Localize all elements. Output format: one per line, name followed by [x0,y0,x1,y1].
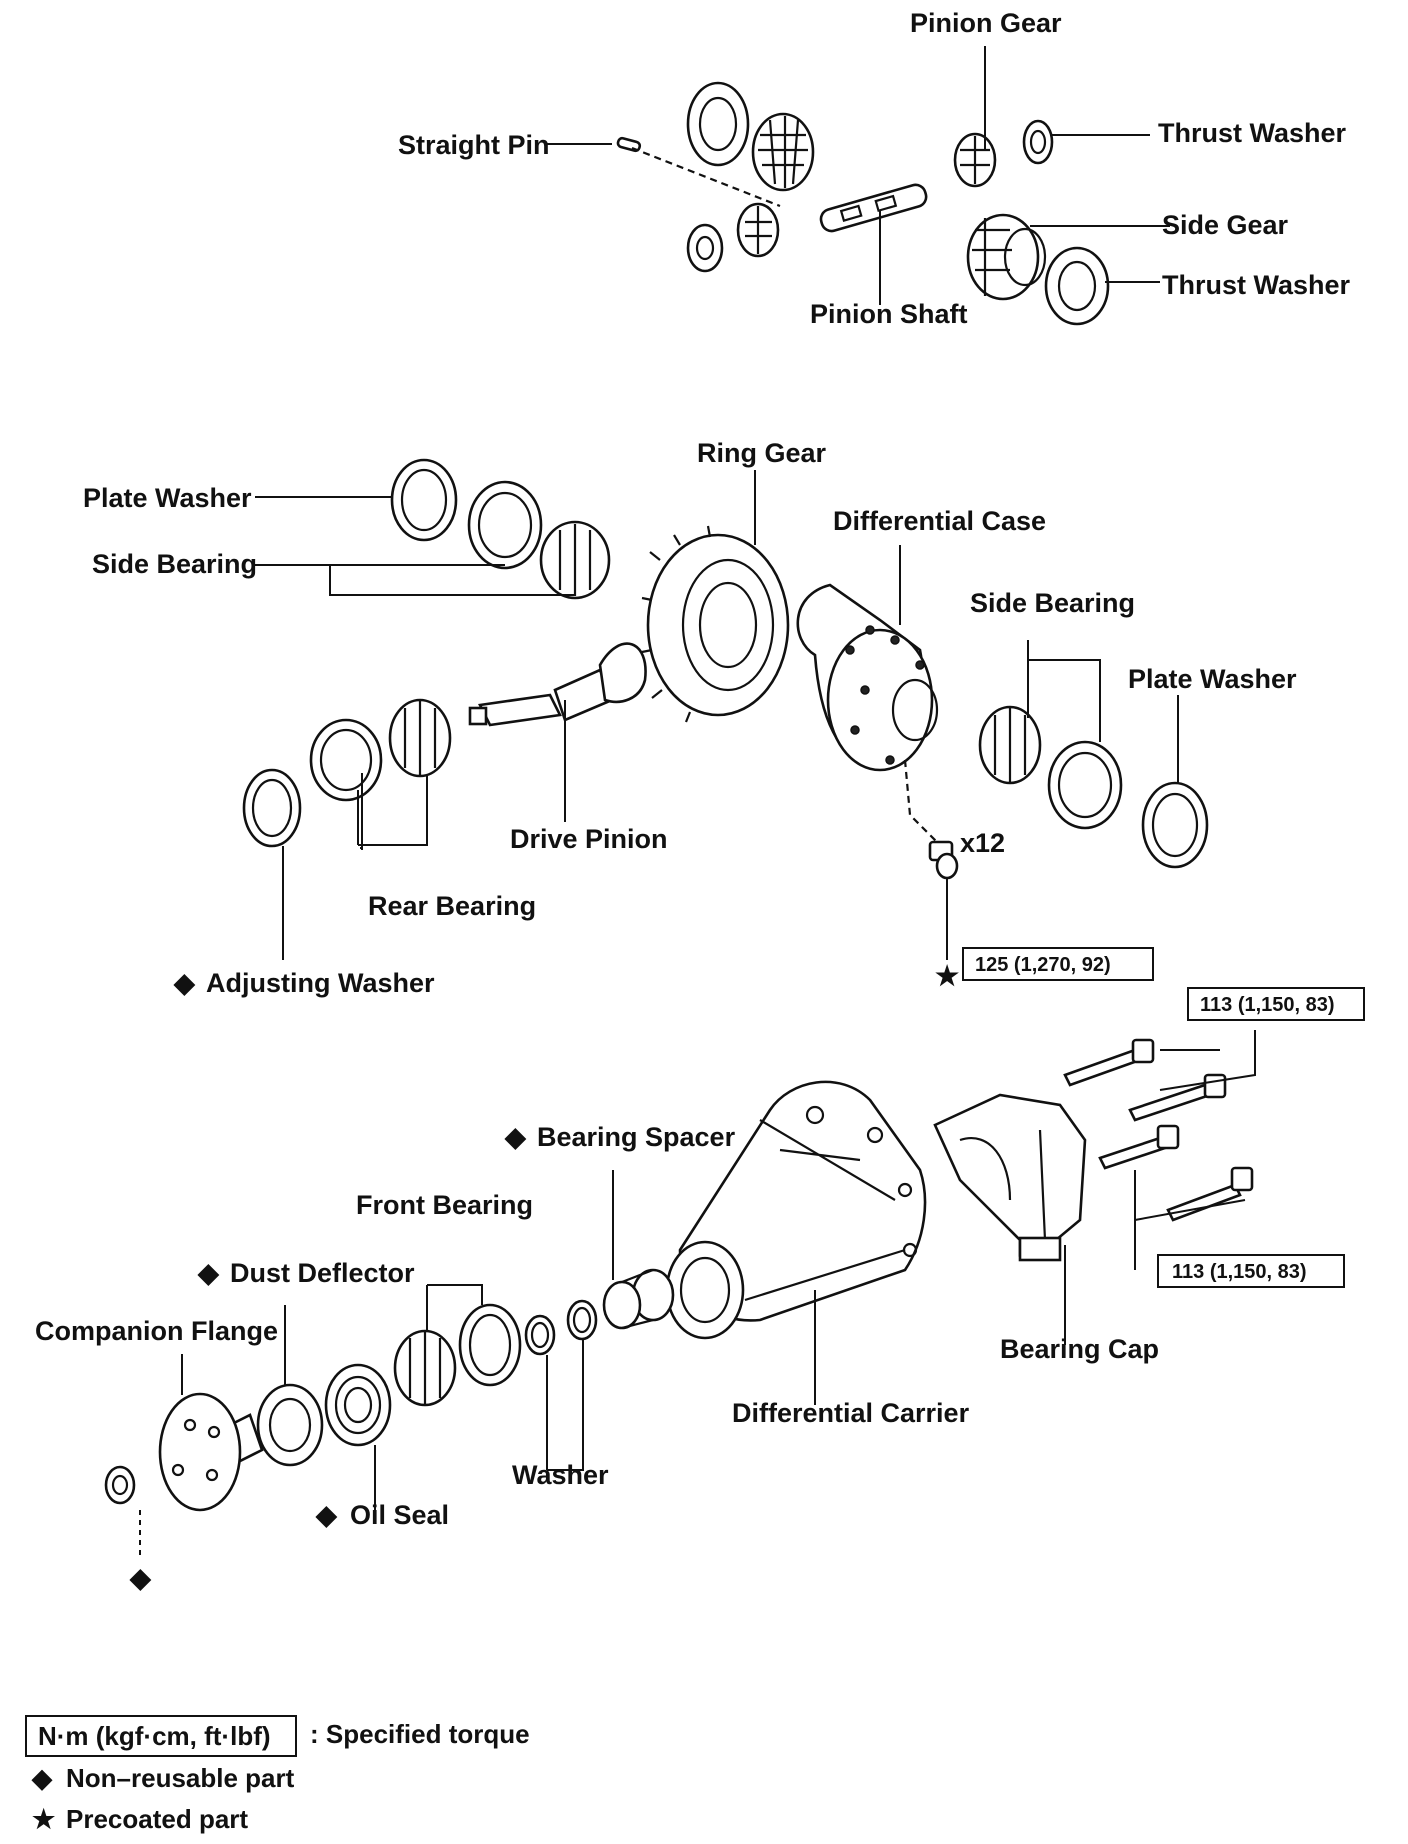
bottom-group [104,1030,1256,1560]
label-bearing-spacer: Bearing Spacer [537,1122,736,1152]
pinion-gear-left-part [751,112,815,192]
label-bolt-count: x12 [960,828,1005,858]
label-differential-case: Differential Case [833,506,1046,536]
torque-ring-gear-bolts: 125 (1,270, 92) [975,954,1111,976]
bearing-cap-part [933,1093,1087,1262]
dust-deflector-part [256,1383,324,1467]
flange-nut-part [104,1465,136,1505]
companion-flange-part [158,1392,264,1512]
label-drive-pinion: Drive Pinion [510,824,668,854]
legend-non-reusable-symbol: ◆ [31,1763,53,1793]
differential-carrier-part [665,1080,927,1340]
label-pinion-gear: Pinion Gear [910,8,1062,38]
label-straight-pin: Straight Pin [398,130,550,160]
label-companion-flange: Companion Flange [35,1316,278,1346]
label-adjusting-washer: Adjusting Washer [206,968,435,998]
label-oil-seal-symbol: ◆ [315,1500,338,1530]
label-dust-deflector-symbol: ◆ [197,1258,220,1288]
thrust-washer-top-part [1022,119,1054,165]
legend-precoated: Precoated part [66,1804,248,1834]
bearing-cap-bolts-part [1063,1038,1254,1222]
label-dust-deflector: Dust Deflector [230,1258,415,1288]
label-oil-seal: Oil Seal [350,1500,449,1530]
label-front-bearing: Front Bearing [356,1190,533,1220]
top-gear-group [545,46,1170,326]
legend-non-reusable: Non–reusable part [66,1763,295,1793]
washer-left-part [524,1314,556,1356]
label-side-bearing-right: Side Bearing [970,588,1135,618]
label-differential-carrier: Differential Carrier [732,1398,970,1428]
label-nut-symbol: ◆ [129,1563,152,1593]
bearing-spacer-part [602,1268,675,1330]
washer-right-part [566,1299,598,1341]
label-plate-washer-left: Plate Washer [83,483,252,513]
legend: N·m (kgf·cm, ft·lbf) : Specified torque … [25,1715,530,1834]
legend-torque-unit: N·m (kgf·cm, ft·lbf) [38,1721,271,1751]
thrust-washer-bottom-part [1044,246,1110,326]
ring-gear-part [646,533,790,717]
label-bearing-cap: Bearing Cap [1000,1334,1159,1364]
ring-gear-bolt-part [928,840,959,880]
pinion-shaft-part [819,183,928,233]
label-pinion-shaft: Pinion Shaft [810,299,968,329]
differential-case-part [796,583,939,772]
label-thrust-washer-bottom: Thrust Washer [1162,270,1351,300]
label-plate-washer-right: Plate Washer [1128,664,1297,694]
drive-pinion-part [468,642,647,727]
label-side-bearing-left: Side Bearing [92,549,257,579]
torque-bearing-cap-upper: 113 (1,150, 83) [1200,994,1335,1016]
straight-pin-part [616,136,642,153]
label-side-gear: Side Gear [1162,210,1289,240]
label-precoated-symbol: ★ [935,961,959,991]
legend-precoated-symbol: ★ [32,1804,56,1834]
label-adjusting-washer-symbol: ◆ [173,968,196,998]
torque-bearing-cap-lower: 113 (1,150, 83) [1172,1261,1307,1283]
legend-torque-desc: : Specified torque [310,1719,530,1749]
label-bearing-spacer-symbol: ◆ [504,1122,527,1152]
label-ring-gear: Ring Gear [697,438,827,468]
label-thrust-washer-top: Thrust Washer [1158,118,1347,148]
thrust-washer-left-part [686,81,750,167]
label-rear-bearing: Rear Bearing [368,891,536,921]
label-washer: Washer [512,1460,609,1490]
middle-group [242,458,1209,960]
side-gear-part [966,213,1040,301]
thrust-washer-small-part [686,223,724,273]
